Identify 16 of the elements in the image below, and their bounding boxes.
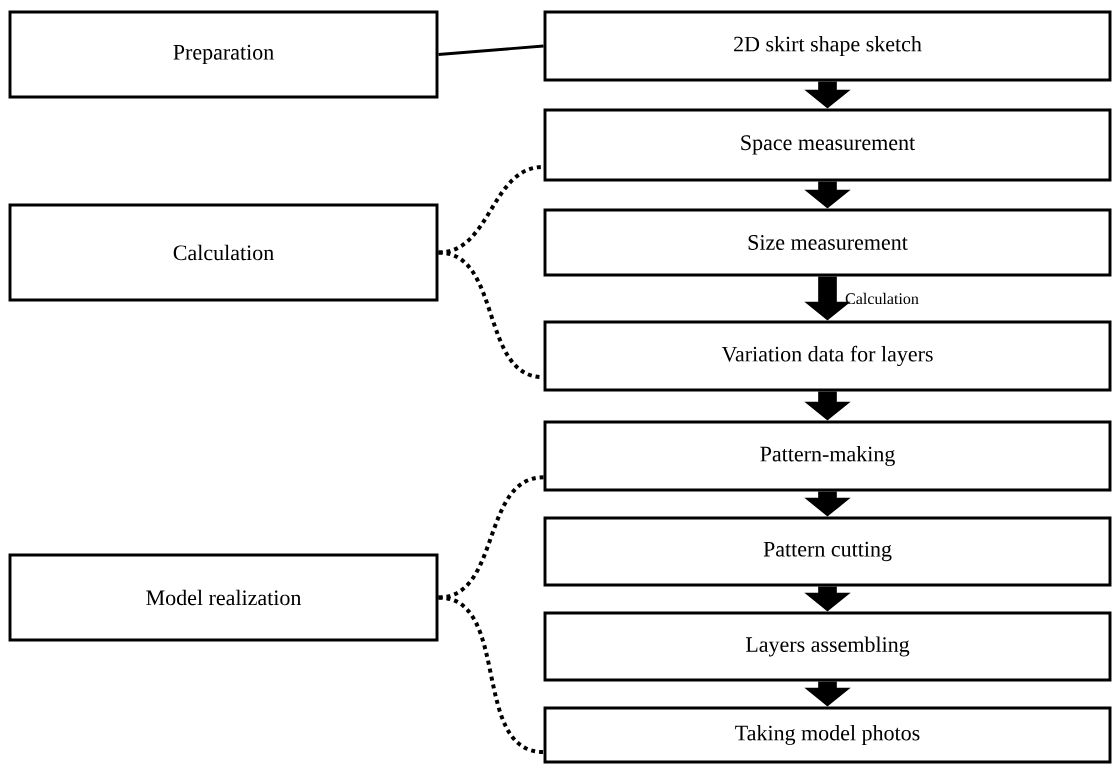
dotted-connector	[438, 164, 544, 255]
process-box: Preparation	[8, 10, 439, 99]
connector-line	[438, 44, 544, 56]
dotted-connector	[438, 475, 544, 600]
process-box: Calculation	[8, 203, 439, 302]
process-box: Space measurement	[543, 108, 1112, 182]
process-box: Taking model photos	[543, 706, 1112, 764]
process-box: Model realization	[8, 553, 439, 642]
process-box: Layers assembling	[543, 611, 1112, 682]
dotted-connector	[438, 595, 544, 755]
edge-label: Calculation	[845, 292, 919, 305]
process-box: 2D skirt shape sketch	[543, 10, 1112, 82]
process-box: Variation data for layers	[543, 320, 1112, 392]
process-box: Pattern-making	[543, 420, 1112, 492]
process-box: Size measurement	[543, 208, 1112, 277]
process-box: Pattern cutting	[543, 516, 1112, 587]
